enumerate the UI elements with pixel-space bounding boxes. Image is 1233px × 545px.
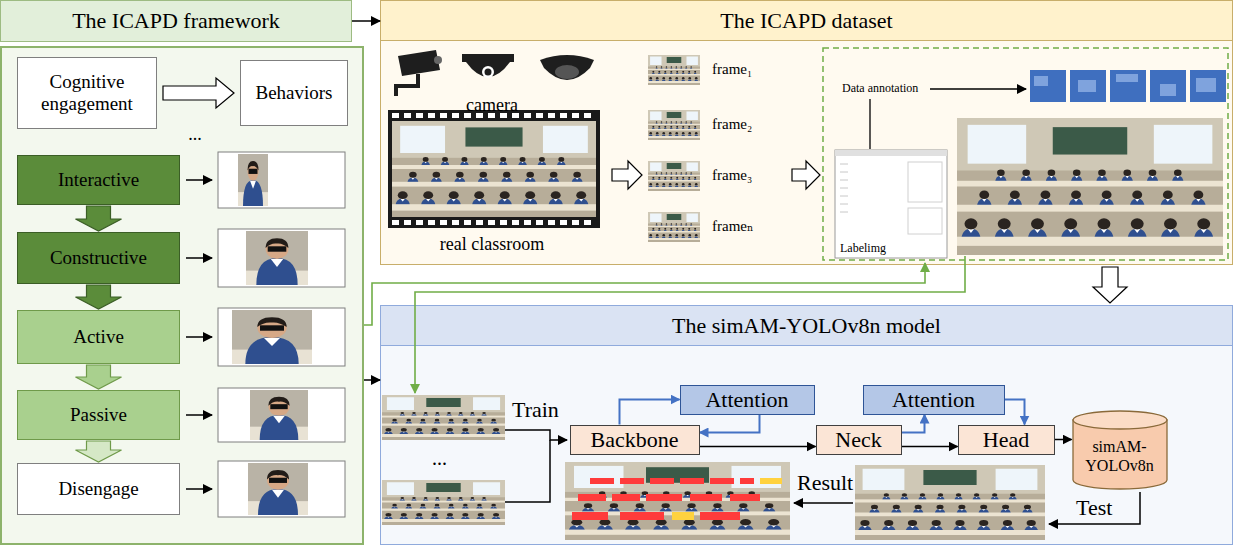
attention-box: Attention [680,385,815,415]
training-images [382,395,505,525]
arrow-connector [902,415,925,433]
arrow-connector [902,446,958,448]
concept-box: Cognitive engagement [17,57,157,129]
arrow-connector [700,415,760,433]
train-lines [505,430,567,502]
flow-lines [364,256,965,393]
panel-header: The ICAPD dataset [381,1,1232,41]
labelimg-screenshot [835,150,947,258]
node-text: Neck [835,427,881,452]
level-box: Disengage [17,463,180,515]
node-text: Attention [892,387,975,412]
level-box: Active [17,310,180,364]
photo-arrows [186,180,212,489]
arrow-connector [700,446,816,448]
node-text: simAM-YOLOv8n [1078,438,1162,475]
node-text: Cognitive engagement [23,71,151,115]
module-box: Backbone [570,425,700,455]
arrow-connector [364,379,380,381]
result-image [565,462,790,540]
frame-thumbnails [648,55,700,242]
ellipsis: ... [432,447,447,470]
step-label: Data annotation [842,82,918,96]
image-label: real classroom [440,234,544,255]
hollow-arrows [612,161,820,189]
arrow-connector [620,400,680,425]
arrow-connector [352,20,380,22]
camera-icons [396,50,594,96]
film-strip [388,110,600,228]
classroom-photo [957,118,1223,255]
test-arrow [1049,492,1140,524]
node-text: Behaviors [255,82,332,104]
step-label: Test [1076,495,1112,520]
node-text: Interactive [58,169,139,191]
result-arrow [794,502,853,504]
annotation-region [823,48,1228,260]
block-arrow [163,78,234,108]
step-label: Result [797,470,853,495]
framework-header: The ICAPD framework [0,0,352,42]
node-text: The ICAPD dataset [720,8,892,33]
level-box: Passive [17,390,180,440]
model-cylinder: simAM-YOLOv8n [1072,410,1168,490]
level-box: Constructive [17,232,180,284]
node-text: Passive [70,404,127,426]
arrow-connector [1055,439,1072,441]
frame-label: frame₁ [712,61,752,78]
frame-label: frameₙ [712,218,753,235]
icon-label: camera [466,95,518,116]
module-box: Neck [816,425,902,455]
node-text: Attention [705,387,788,412]
frame-label: frame₂ [712,116,752,133]
test-image [855,465,1045,540]
node-text: Active [73,326,124,348]
panel-header: The simAM-YOLOv8n model [381,306,1232,346]
frame-label: frame₃ [712,167,752,184]
block-arrow [76,285,122,309]
node-text: The ICAPD framework [72,8,280,33]
block-arrow [76,441,122,462]
node-text: Head [983,427,1029,452]
node-text: Constructive [50,247,147,269]
block-arrow [1093,267,1127,303]
node-text: Backbone [591,427,679,452]
arrow-connector [1005,400,1025,425]
behavior-photos [218,152,345,517]
ellipsis: ... [188,124,202,145]
node-text: Disengage [58,478,138,500]
annotated-thumbnails [1030,70,1226,102]
node-text: The simAM-YOLOv8n model [672,313,941,338]
attention-box: Attention [863,385,1005,415]
level-box: Interactive [17,155,180,205]
tool-label: Labelimg [838,242,888,256]
block-arrow [76,206,122,231]
behavior-box: Behaviors [240,60,348,126]
block-arrow [76,365,122,389]
module-box: Head [958,425,1055,455]
step-label: Train [512,397,559,422]
